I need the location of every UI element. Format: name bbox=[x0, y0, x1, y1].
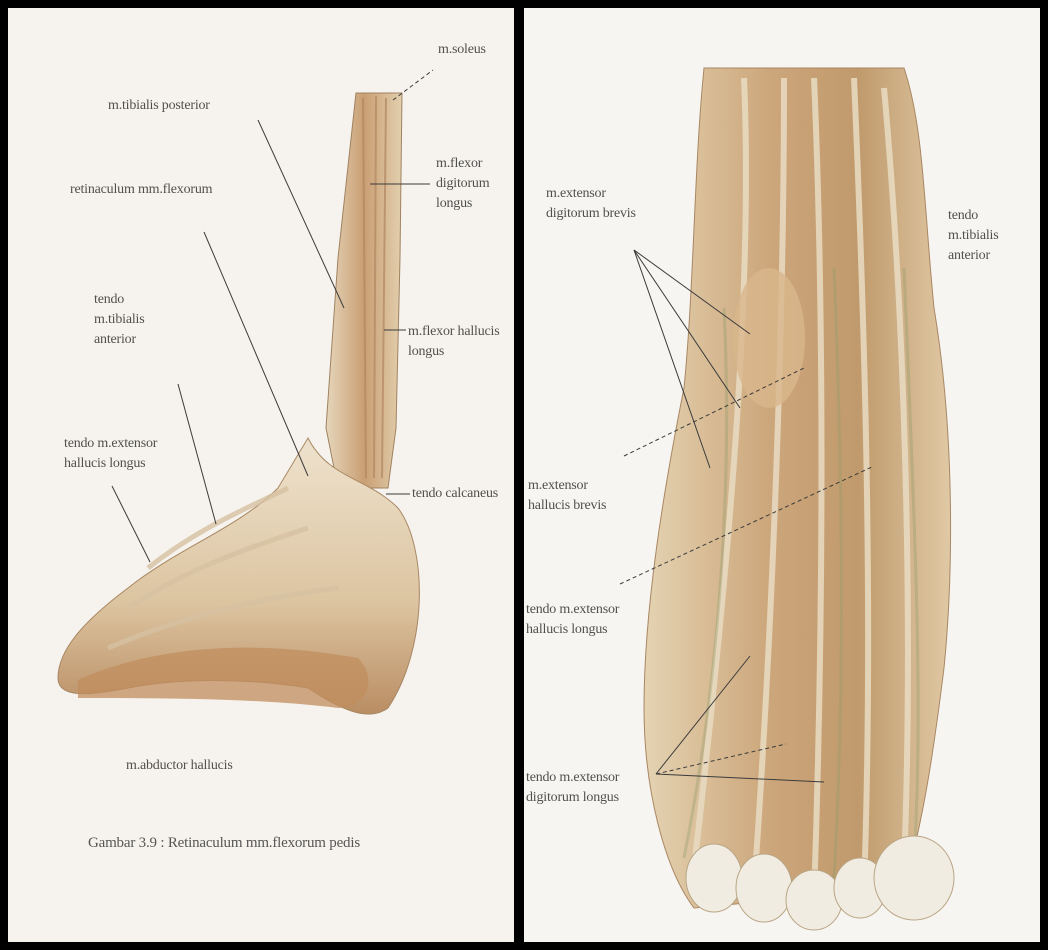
label-ext-dig-longus-1: tendo m.extensor bbox=[526, 768, 619, 787]
label-ext-dig-brevis-1: m.extensor bbox=[546, 184, 606, 203]
label-flexor-digitorum-2: digitorum bbox=[436, 174, 489, 193]
label-tendo-tibialis-2: m.tibialis bbox=[94, 310, 145, 329]
label-tendo-extensor-1: tendo m.extensor bbox=[64, 434, 157, 453]
figure-caption: Gambar 3.9 : Retinaculum mm.flexorum ped… bbox=[88, 834, 360, 853]
label-ext-hal-brevis-2: hallucis brevis bbox=[528, 496, 606, 515]
left-illustration-panel: m.soleus m.tibialis posterior retinaculu… bbox=[8, 8, 514, 942]
label-retinaculum: retinaculum mm.flexorum bbox=[70, 180, 212, 199]
label-flexor-hallucis-2: longus bbox=[408, 342, 444, 361]
label-tendo-calcaneus: tendo calcaneus bbox=[412, 484, 498, 503]
label-abductor-hallucis: m.abductor hallucis bbox=[126, 756, 233, 775]
label-tendo-extensor-2: hallucis longus bbox=[64, 454, 145, 473]
label-tendo-tibialis-3: anterior bbox=[94, 330, 136, 349]
label-flexor-digitorum-1: m.flexor bbox=[436, 154, 482, 173]
label-ext-hal-longus-2: hallucis longus bbox=[526, 620, 607, 639]
label-tendo-tibialis-1: tendo bbox=[94, 290, 124, 309]
label-soleus: m.soleus bbox=[438, 40, 486, 59]
label-tibialis-posterior: m.tibialis posterior bbox=[108, 96, 210, 115]
right-illustration-panel: m.extensor digitorum brevis tendo m.tibi… bbox=[524, 8, 1040, 942]
medial-foot-illustration bbox=[8, 8, 514, 942]
label-r-tendo-tibialis-2: m.tibialis bbox=[948, 226, 999, 245]
label-ext-dig-brevis-2: digitorum brevis bbox=[546, 204, 636, 223]
label-flexor-digitorum-3: longus bbox=[436, 194, 472, 213]
label-ext-dig-longus-2: digitorum longus bbox=[526, 788, 619, 807]
label-flexor-hallucis-1: m.flexor hallucis bbox=[408, 322, 499, 341]
panel-divider bbox=[514, 0, 524, 950]
label-r-tendo-tibialis-1: tendo bbox=[948, 206, 978, 225]
label-ext-hal-brevis-1: m.extensor bbox=[528, 476, 588, 495]
label-r-tendo-tibialis-3: anterior bbox=[948, 246, 990, 265]
label-ext-hal-longus-1: tendo m.extensor bbox=[526, 600, 619, 619]
